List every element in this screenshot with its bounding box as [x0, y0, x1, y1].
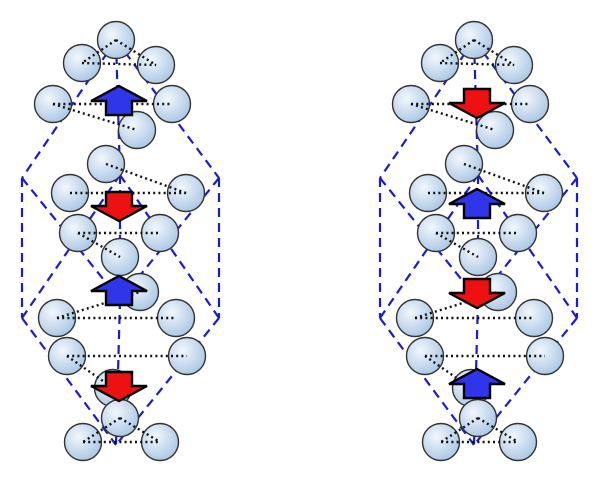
- bond-line: [82, 416, 121, 444]
- bond-line: [439, 39, 475, 64]
- bond-line: [440, 416, 479, 444]
- bond-line: [410, 102, 496, 132]
- spin-up-arrow-icon: [90, 84, 148, 117]
- spin-up-arrow-icon: [448, 367, 506, 400]
- atom-sphere: [152, 84, 192, 124]
- bond-line: [463, 162, 545, 195]
- spin-down-arrow-icon: [448, 87, 506, 120]
- spin-arrows: [448, 87, 506, 400]
- spin-arrows: [90, 84, 148, 403]
- cell-edge: [115, 39, 220, 179]
- spin-down-arrow-icon: [90, 370, 148, 403]
- atom-sphere: [514, 298, 554, 338]
- left-structure: [20, 20, 221, 462]
- right-structure: [378, 20, 579, 462]
- spin-up-arrow-icon: [448, 187, 506, 220]
- cell-edge: [21, 317, 117, 446]
- atom-sphere: [475, 110, 515, 150]
- bond-line: [81, 39, 117, 64]
- bond-line: [56, 290, 141, 320]
- bonds: [52, 38, 187, 444]
- spin-up-arrow-icon: [90, 274, 148, 307]
- spin-down-arrow-icon: [448, 277, 506, 310]
- bond-line: [105, 162, 187, 195]
- atom-sphere: [510, 84, 550, 124]
- bond-line: [81, 61, 157, 67]
- bond-line: [414, 290, 499, 320]
- cell-edge: [379, 317, 475, 446]
- bond-line: [439, 61, 515, 67]
- atom-sphere: [156, 298, 196, 338]
- spin-down-arrow-icon: [90, 190, 148, 223]
- atom-sphere: [117, 110, 157, 150]
- cell-edge: [473, 39, 578, 179]
- bond-line: [52, 102, 138, 132]
